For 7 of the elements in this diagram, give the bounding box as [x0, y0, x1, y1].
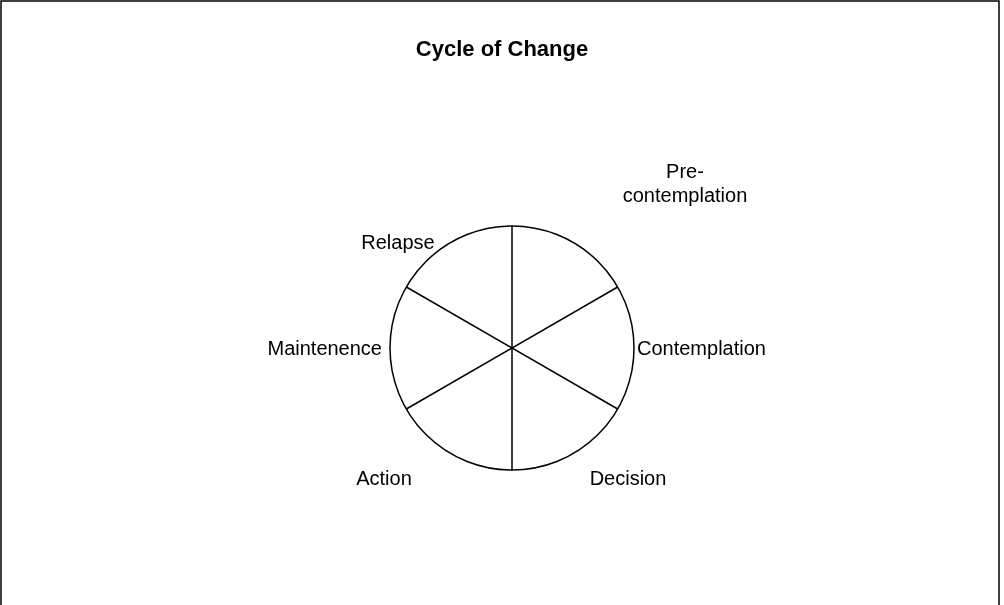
- segment-label: Maintenence: [266, 336, 382, 360]
- segment-label: Action: [355, 466, 413, 490]
- segment-label: Contemplation: [637, 336, 767, 360]
- segment-label: Pre- contemplation: [621, 159, 749, 207]
- segment-label: Decision: [588, 466, 668, 490]
- diagram-title: Cycle of Change: [414, 36, 590, 62]
- segment-label: Relapse: [360, 230, 436, 254]
